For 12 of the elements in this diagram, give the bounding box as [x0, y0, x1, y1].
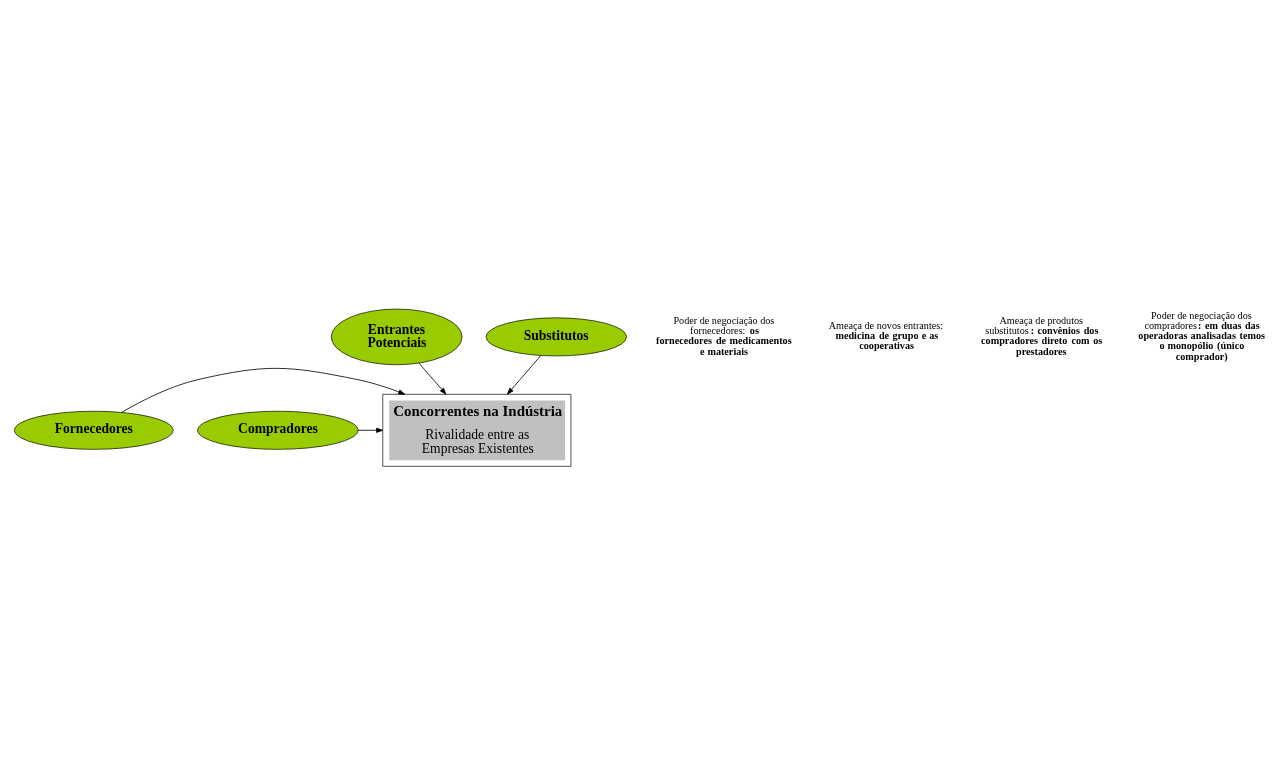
arrow [507, 354, 541, 395]
node-ellipse: Substitutos [485, 317, 627, 356]
arrow [121, 367, 406, 413]
label: Poder de negociação dos compradores: em duas das operadoras analisadas temos o monopólio (único comprador) [1138, 309, 1265, 362]
label: Ameaça de novos entrantes: medicina de grupo e as cooperativas [828, 319, 944, 351]
arrow [418, 362, 447, 395]
node-ellipse: Compradores [197, 410, 359, 450]
label: Poder de negociação dos fornecedores: os fornecedores de medicamentos e materiais [656, 314, 792, 357]
label: Ameaça de produtos substitutos: convênios dos compradores direto com os prestadores [981, 314, 1103, 357]
node-ellipse: Fornecedores [14, 410, 174, 450]
node-ellipse: Entrantes Potenciais [330, 308, 463, 365]
arrow [357, 427, 384, 433]
